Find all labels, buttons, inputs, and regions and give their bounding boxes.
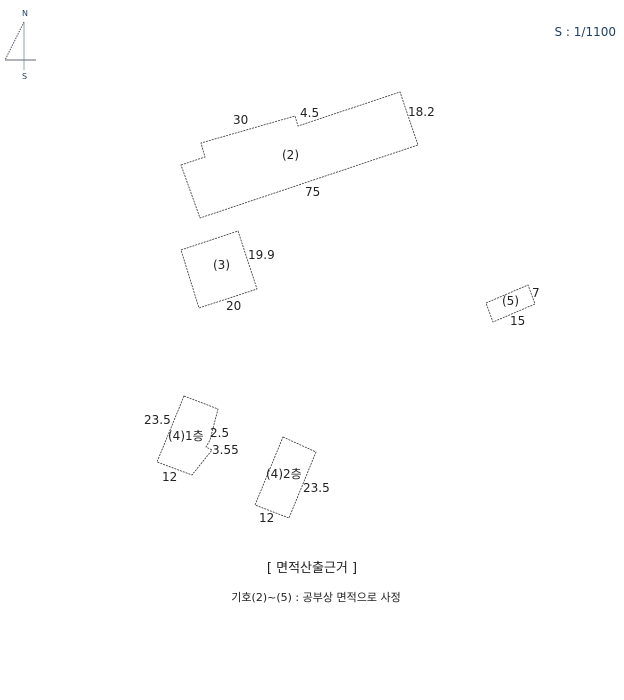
parcel-label: (5) [502, 294, 519, 308]
compass-north-label: N [22, 9, 28, 18]
dimension-label: 23.5 [303, 481, 330, 495]
parcel-outline [254, 436, 317, 519]
parcel-label: (4)2층 [266, 467, 302, 481]
dimension-label: 12 [162, 470, 178, 484]
parcel-outline [485, 284, 536, 323]
dimension-label: 4.5 [300, 106, 320, 120]
parcel-label: (2) [282, 148, 299, 162]
parcel-outline [156, 395, 219, 476]
area-note: 기호(2)~(5) : 공부상 면적으로 사정 [231, 591, 401, 604]
dimension-label: 3.55 [212, 443, 239, 457]
parcel-outline [180, 230, 258, 309]
dimension-label: 30 [233, 113, 249, 127]
dimension-label: 23.5 [144, 413, 171, 427]
parcel-label: (4)1층 [168, 429, 204, 443]
dimension-label: 18.2 [408, 105, 435, 119]
dimension-label: 19.9 [248, 248, 275, 262]
parcel-label: (3) [213, 258, 230, 272]
dimension-label: 12 [259, 511, 275, 525]
dimension-label: 20 [226, 299, 242, 313]
scale-label: S : 1/1100 [554, 25, 616, 39]
parcel-outline [180, 91, 419, 219]
dimension-label: 7 [532, 286, 540, 300]
section-title: [ 면적산출근거 ] [266, 561, 358, 576]
dimension-label: 15 [510, 314, 526, 328]
dimension-label: 2.5 [210, 426, 230, 440]
compass-icon [4, 21, 36, 70]
dimension-label: 75 [305, 185, 321, 199]
compass-south-label: S [22, 72, 28, 81]
